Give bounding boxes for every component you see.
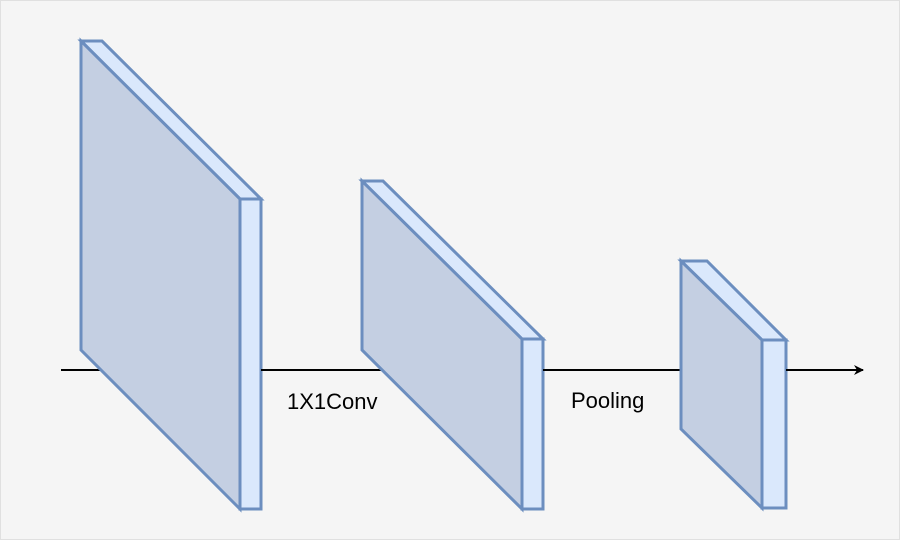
conv-label: 1X1Conv	[287, 389, 378, 414]
block-1-side	[238, 197, 263, 511]
feature-map-block-2	[358, 177, 547, 513]
feature-map-block-1	[77, 37, 265, 513]
block-3-side	[760, 338, 788, 510]
block-2-front	[360, 177, 524, 513]
block-2-side	[520, 337, 545, 511]
feature-map-block-3	[677, 257, 790, 512]
pooling-label: Pooling	[571, 388, 645, 413]
